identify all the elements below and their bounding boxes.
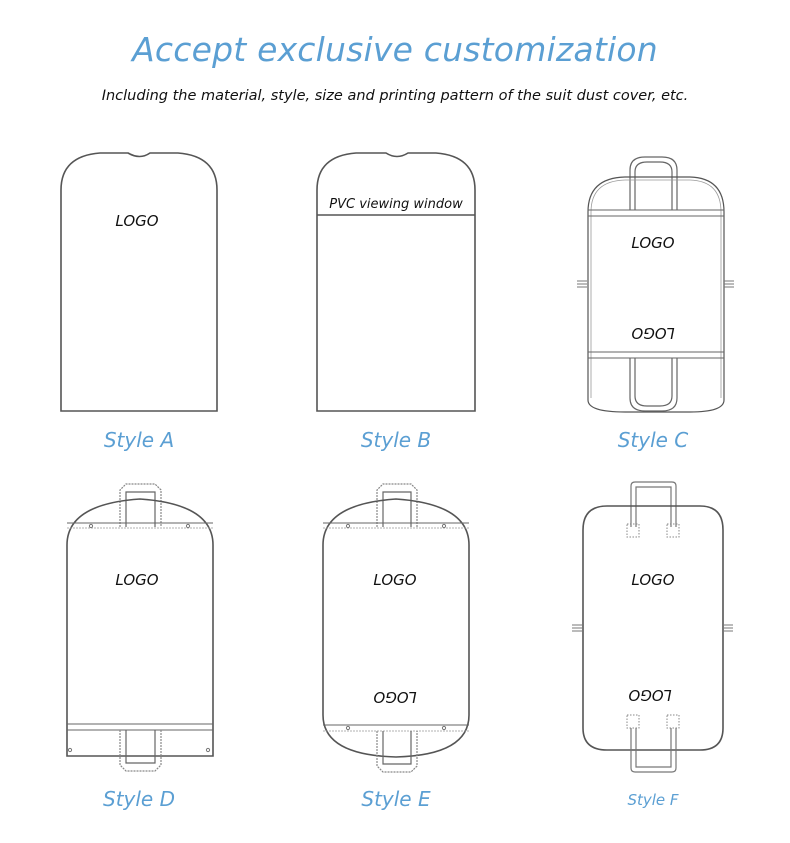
logo-text: LOGO (115, 571, 158, 589)
page-title: Accept exclusive customization (132, 30, 658, 69)
style-a-label: Style A (103, 428, 175, 452)
style-c-label: Style C (617, 428, 689, 452)
logo-text: LOGO (373, 571, 416, 589)
page-subtitle: Including the material, style, size and … (101, 88, 689, 104)
logo-text-inverted: LOGO (631, 324, 674, 342)
logo-text: LOGO (631, 571, 674, 589)
style-e-bag: LOGO LOGO (322, 483, 470, 773)
style-d-label: Style D (103, 787, 175, 811)
style-b-bag: PVC viewing window (316, 152, 476, 412)
logo-text-inverted: LOGO (628, 686, 671, 704)
pvc-window-label: PVC viewing window (329, 197, 463, 212)
logo-text: LOGO (631, 234, 674, 252)
style-f-label: Style F (627, 791, 679, 809)
style-a-bag: LOGO (60, 152, 218, 412)
style-d-bag: LOGO (66, 483, 214, 772)
style-c-bag: LOGO LOGO (576, 156, 735, 413)
logo-text: LOGO (115, 212, 158, 230)
logo-text-inverted: LOGO (373, 688, 416, 706)
style-f-bag: LOGO LOGO (571, 481, 734, 773)
style-e-label: Style E (361, 787, 431, 811)
style-b-label: Style B (360, 428, 432, 452)
